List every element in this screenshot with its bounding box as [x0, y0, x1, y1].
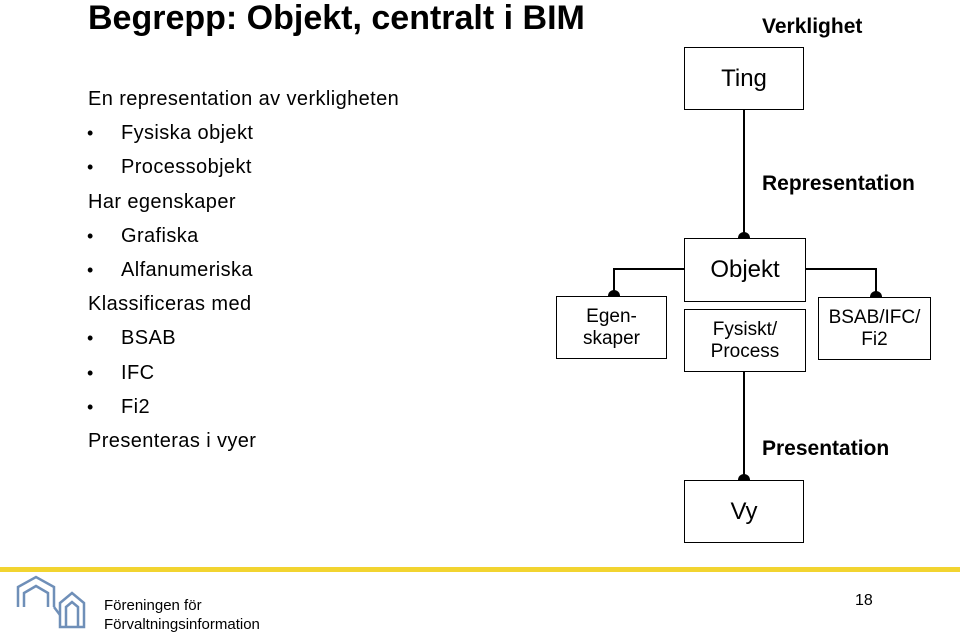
box-objekt: Objekt [684, 238, 806, 302]
bullet-item: Fi2 [87, 390, 399, 424]
bullet-item: Klassificeras med [88, 293, 252, 316]
box-fysiskt-label-line1: Fysiskt/ [712, 318, 778, 340]
box-vy: Vy [684, 480, 804, 543]
bullet-item: Fysiska objekt [87, 116, 399, 150]
box-bsab-label-line2: Fi2 [861, 328, 888, 350]
bullet-item: En representation av verkligheten [88, 88, 400, 110]
label-representation: Representation [762, 172, 915, 195]
organization-logo-icon [16, 575, 86, 629]
connector-objekt-egenskaper [613, 268, 684, 295]
bullet-item: Alfanumeriska [87, 253, 399, 287]
connector-objekt-bsab [806, 268, 877, 296]
box-fysiskt-label-line2: Process [710, 340, 780, 362]
bullet-item: Presenteras i vyer [88, 429, 257, 452]
organization-name-line1: Föreningen för [104, 597, 202, 614]
label-verklighet: Verklighet [762, 15, 863, 38]
box-bsab-ifc-fi2: BSAB/IFC/ Fi2 [818, 297, 931, 360]
box-objekt-label: Objekt [710, 256, 780, 284]
box-fysiskt-process: Fysiskt/ Process [684, 309, 806, 372]
bullet-item: BSAB [87, 321, 399, 355]
box-ting: Ting [684, 47, 804, 110]
bullet-item: Har egenskaper [88, 190, 236, 213]
page-number: 18 [855, 592, 873, 609]
bullet-item: IFC [87, 356, 399, 390]
box-egenskaper: Egen- skaper [556, 296, 667, 359]
box-vy-label: Vy [730, 497, 758, 525]
organization-name: Föreningen för Förvaltningsinformation [104, 596, 260, 634]
bullet-item: Grafiska [87, 219, 399, 253]
box-bsab-label-line1: BSAB/IFC/ [828, 306, 921, 328]
box-ting-label: Ting [721, 64, 767, 92]
box-egenskaper-label-line1: Egen- [586, 305, 637, 327]
footer-divider [0, 567, 960, 572]
bullet-item: Processobjekt [87, 150, 399, 184]
box-egenskaper-label-line2: skaper [582, 327, 641, 349]
slide-title: Begrepp: Objekt, centralt i BIM [88, 0, 585, 37]
bullet-list: En representation av verkligheten Fysisk… [87, 82, 400, 458]
organization-name-line2: Förvaltningsinformation [104, 616, 260, 633]
label-presentation: Presentation [762, 437, 890, 460]
